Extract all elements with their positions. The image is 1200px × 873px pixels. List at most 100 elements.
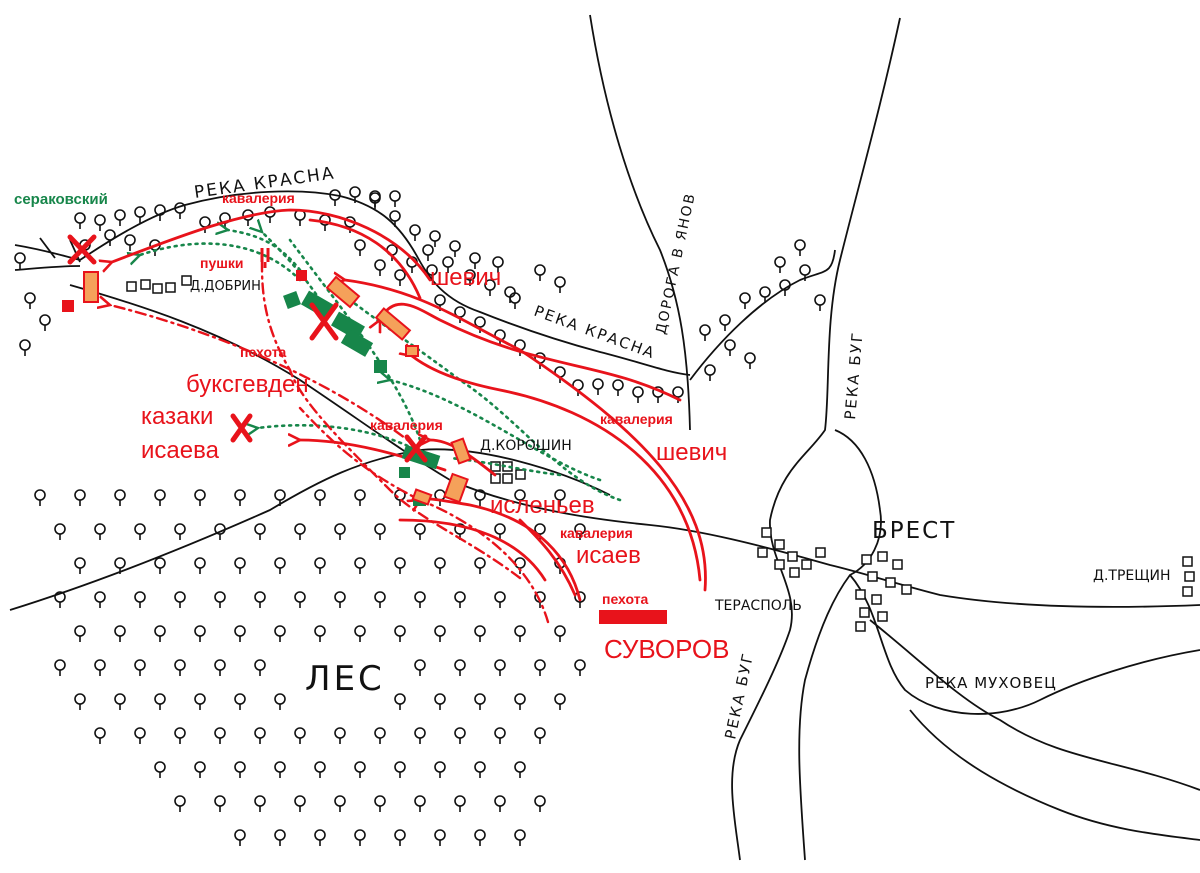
tree-icon bbox=[154, 489, 166, 506]
tree-icon bbox=[134, 727, 146, 744]
tree-icon bbox=[612, 379, 624, 396]
tree-icon bbox=[94, 591, 106, 608]
tree-icon bbox=[134, 523, 146, 540]
label-cavalry-right: кавалерия bbox=[600, 411, 673, 427]
tree-icon bbox=[464, 269, 476, 286]
tree-icon bbox=[514, 625, 526, 642]
label-shevich-right: шевич bbox=[656, 439, 727, 466]
tree-icon bbox=[264, 206, 276, 223]
tree-icon bbox=[389, 190, 401, 207]
tree-icon bbox=[454, 591, 466, 608]
tree-icon bbox=[234, 489, 246, 506]
tree-icon bbox=[374, 523, 386, 540]
tree-icon bbox=[24, 292, 36, 309]
tree-icon bbox=[469, 252, 481, 269]
tree-icon bbox=[194, 761, 206, 778]
tree-icon bbox=[554, 276, 566, 293]
label-islenev: исленьев bbox=[490, 492, 595, 519]
village-terespol-houses bbox=[757, 527, 826, 578]
label-city-brest: БРЕСТ bbox=[872, 518, 956, 544]
tree-icon bbox=[114, 625, 126, 642]
river-krasna bbox=[14, 190, 691, 376]
clash-marks bbox=[67, 234, 428, 463]
tree-icon bbox=[354, 829, 366, 846]
tree-icon bbox=[474, 829, 486, 846]
tree-icon bbox=[154, 693, 166, 710]
tree-icon bbox=[374, 591, 386, 608]
suvorov-infantry-block bbox=[599, 610, 667, 624]
tree-icon bbox=[534, 659, 546, 676]
tree-icon bbox=[394, 829, 406, 846]
label-cavalry-mid: кавалерия bbox=[370, 417, 443, 433]
tree-icon bbox=[414, 795, 426, 812]
tree-icon bbox=[154, 761, 166, 778]
tree-icon bbox=[494, 659, 506, 676]
tree-icon bbox=[314, 625, 326, 642]
tree-icon bbox=[814, 294, 826, 311]
tree-icon bbox=[534, 795, 546, 812]
label-village-dobrin: Д.ДОБРИН bbox=[190, 279, 261, 294]
label-buxhoeveden: буксгевден bbox=[186, 371, 309, 398]
label-road-yanov: ДОРОГА В ЯНОВ bbox=[653, 191, 699, 336]
label-guns: пушки bbox=[200, 255, 244, 271]
tree-icon bbox=[154, 557, 166, 574]
river-bug bbox=[731, 17, 901, 861]
tree-icon bbox=[449, 240, 461, 257]
tree-icon bbox=[294, 591, 306, 608]
tree-icon bbox=[554, 489, 566, 506]
tree-icon bbox=[94, 727, 106, 744]
tree-icon bbox=[672, 386, 684, 403]
label-shevich-top: шевич bbox=[430, 264, 501, 291]
label-river-bug-top: РЕКА БУГ bbox=[841, 330, 867, 420]
tree-icon bbox=[474, 557, 486, 574]
village-treshchin-houses bbox=[1182, 556, 1195, 597]
tree-icon bbox=[74, 489, 86, 506]
tree-icon bbox=[94, 214, 106, 231]
label-village-terespol: ТЕРАСПОЛЬ bbox=[714, 598, 802, 614]
tree-icon bbox=[349, 186, 361, 203]
label-cavalry-bottom: кавалерия bbox=[560, 525, 633, 541]
tree-icon bbox=[574, 523, 586, 540]
label-isaev-left: исаева bbox=[141, 437, 220, 464]
label-river-mukhovets: РЕКА МУХОВЕЦ bbox=[925, 674, 1057, 692]
tree-icon bbox=[492, 256, 504, 273]
tree-icon bbox=[744, 352, 756, 369]
label-river-krasna-mid: РЕКА КРАСНА bbox=[532, 302, 659, 363]
tree-icon bbox=[124, 234, 136, 251]
tree-icon bbox=[739, 292, 751, 309]
tree-icon bbox=[779, 279, 791, 296]
tree-icon bbox=[154, 204, 166, 221]
tree-icon bbox=[719, 314, 731, 331]
tree-icon bbox=[514, 829, 526, 846]
label-cossacks: казаки bbox=[141, 403, 213, 430]
tree-icon bbox=[254, 659, 266, 676]
tree-icon bbox=[254, 591, 266, 608]
tree-icon bbox=[394, 761, 406, 778]
tree-icon bbox=[434, 829, 446, 846]
tree-icon bbox=[214, 591, 226, 608]
tree-icon bbox=[174, 523, 186, 540]
tree-icon bbox=[422, 244, 434, 261]
tree-icon bbox=[234, 761, 246, 778]
tree-icon bbox=[34, 489, 46, 506]
tree-icon bbox=[314, 489, 326, 506]
tree-icon bbox=[394, 557, 406, 574]
tree-icon bbox=[74, 625, 86, 642]
tree-icon bbox=[234, 829, 246, 846]
tree-icon bbox=[254, 523, 266, 540]
tree-icon bbox=[774, 256, 786, 273]
tree-icon bbox=[294, 795, 306, 812]
tree-icon bbox=[354, 489, 366, 506]
label-infantry-suvorov: пехота bbox=[602, 591, 649, 607]
label-suvorov: СУВОРОВ bbox=[604, 634, 729, 664]
tree-icon bbox=[154, 625, 166, 642]
tree-icon bbox=[454, 659, 466, 676]
tree-icon bbox=[442, 256, 454, 273]
tree-icon bbox=[574, 659, 586, 676]
tree-icon bbox=[194, 557, 206, 574]
tree-icon bbox=[274, 761, 286, 778]
tree-icon bbox=[194, 489, 206, 506]
tree-icon bbox=[759, 286, 771, 303]
tree-icon bbox=[114, 489, 126, 506]
tree-icon bbox=[214, 523, 226, 540]
